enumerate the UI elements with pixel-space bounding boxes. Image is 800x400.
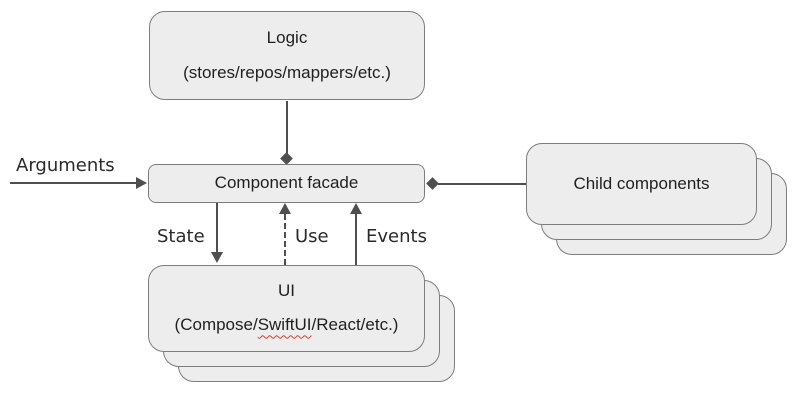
use-edge [284,214,286,265]
ui-subtitle-prefix: (Compose/ [174,315,258,335]
diamond-arrowhead-icon [426,177,439,190]
arguments-arrowhead-icon [136,177,147,189]
child-components-box: Child components [526,143,757,225]
ui-subtitle-suffix: /React/etc.) [311,315,399,335]
use-edge-label: Use [295,226,329,247]
events-edge [355,214,357,265]
arguments-edge-label: Arguments [16,155,115,176]
events-edge-label: Events [366,226,427,247]
logic-title: Logic [266,27,308,47]
state-edge-label: State [157,226,205,247]
logic-box: Logic (stores/repos/mappers/etc.) [149,11,425,100]
ui-subtitle-misspelled: SwiftUI [257,315,312,335]
child-components-label: Child components [573,173,710,193]
logic-subtitle: (stores/repos/mappers/etc.) [183,62,391,82]
component-facade-box: Component facade [148,164,425,203]
use-arrowhead-icon [279,203,291,214]
arguments-edge [10,182,137,184]
logic-facade-edge [286,101,288,155]
ui-subtitle: (Compose/SwiftUI/React/etc.) [175,316,399,335]
ui-title: UI [278,280,295,300]
diamond-arrowhead-icon [280,152,293,165]
component-facade-label: Component facade [214,173,359,193]
ui-box: UI (Compose/SwiftUI/React/etc.) [148,265,425,352]
children-facade-edge [438,183,526,185]
events-arrowhead-icon [350,203,362,214]
state-arrowhead-icon [211,252,223,263]
state-edge [216,203,218,253]
